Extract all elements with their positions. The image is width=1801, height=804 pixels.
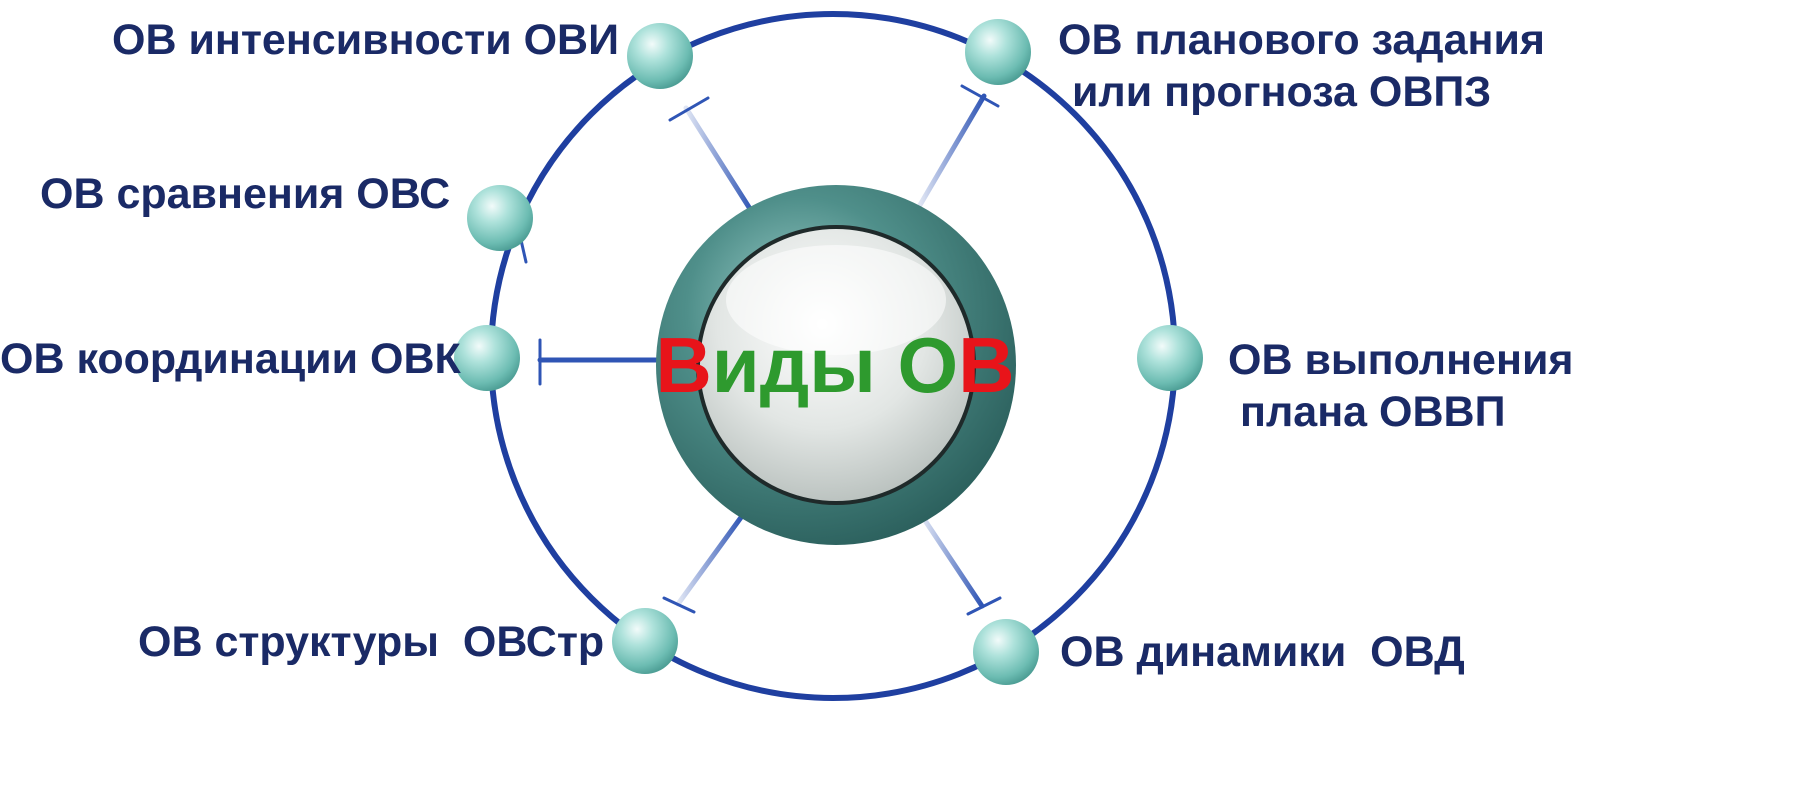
nodes <box>454 19 1203 685</box>
center-title-middle: иды О <box>712 321 958 409</box>
label-ovk: ОВ координации ОВК <box>0 335 461 383</box>
center-title: Виды ОВ <box>655 321 1014 409</box>
spoke-ovd <box>919 513 985 609</box>
spoke-ovpz <box>917 93 987 208</box>
spoke-ovstr <box>675 513 745 607</box>
node-ovs <box>467 185 533 251</box>
node-ovi <box>627 23 693 89</box>
node-ovpz <box>965 19 1031 85</box>
node-ovd <box>973 619 1039 685</box>
label-ovstr: ОВ структуры ОВСтр <box>138 618 605 666</box>
label-ovvp: ОВ выполнения плана ОВВП <box>1228 336 1574 436</box>
hub <box>656 185 1016 545</box>
center-title-last: В <box>958 321 1014 409</box>
node-ovk <box>454 325 520 391</box>
label-ovs: ОВ сравнения ОВС <box>40 170 451 218</box>
center-title-first: В <box>655 321 711 409</box>
label-ovi: ОВ интенсивности ОВИ <box>112 16 620 64</box>
label-ovd: ОВ динамики ОВД <box>1060 628 1465 676</box>
node-ovvp <box>1137 325 1203 391</box>
node-ovstr <box>612 608 678 674</box>
label-ovpz: ОВ планового задания или прогноза ОВПЗ <box>1058 16 1546 116</box>
spoke-ovi <box>683 105 755 215</box>
